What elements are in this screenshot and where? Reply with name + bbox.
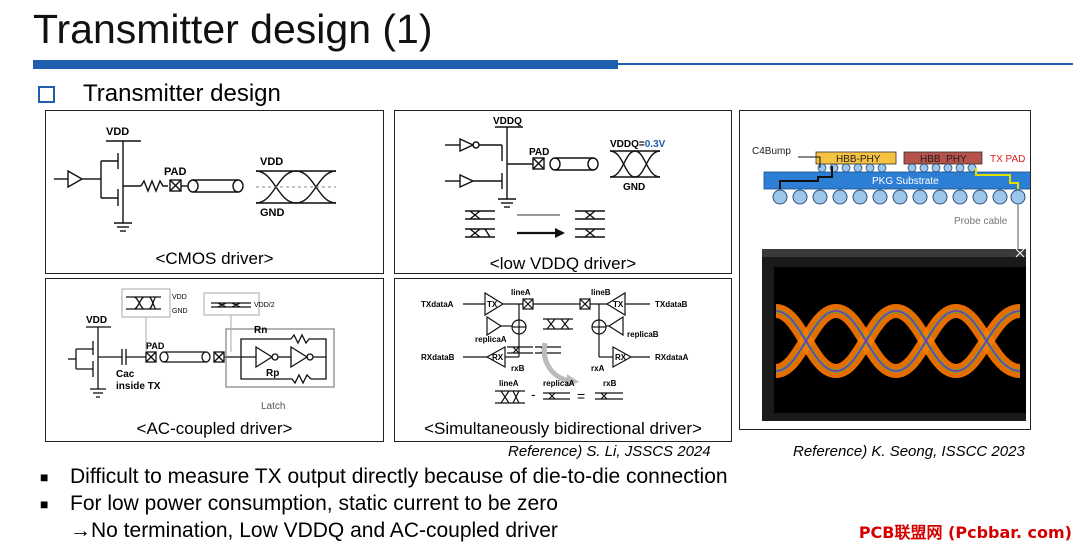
sbd-rxa-label: rxA [591, 364, 605, 373]
sbd-rxb-label: rxB [511, 364, 525, 373]
page-title: Transmitter design (1) [33, 6, 433, 52]
panel-low-vddq-driver: VDDQ PAD VDDQ=0.3V GND <low VDDQ driver> [394, 110, 732, 274]
vddq-value-label: VDDQ=0.3V [610, 139, 666, 150]
hbb-phy-1-label: HBB-PHY [836, 154, 881, 165]
equals-sign: = [577, 388, 585, 404]
sbd-caption: <Simultaneously bidirectional driver> [424, 419, 702, 438]
low-vddq-caption: <low VDDQ driver> [489, 254, 637, 273]
ac-eye-gnd-label: GND [172, 308, 188, 315]
sbd-txdata-a-label: TXdataA [421, 300, 454, 309]
sbd-replica-a-label: replicaA [475, 335, 507, 344]
substrate-label: PKG Substrate [872, 176, 939, 187]
reference-right: Reference) K. Seong, ISSCC 2023 [793, 443, 1025, 460]
title-underline-thin [618, 63, 1073, 65]
ac-inside-tx-label: inside TX [116, 381, 161, 392]
section-heading-text: Transmitter design [83, 80, 281, 107]
panel-sbd-driver: - = TXdataA TXdataB RXdataB RXdataA TX T… [394, 278, 732, 442]
sbd-txdata-b-label: TXdataB [655, 300, 688, 309]
package-eye-figure: C4Bump HBB-PHY HBB_PHY TX PAD PKG Substr… [752, 146, 1035, 421]
bullet-text: Difficult to measure TX output directly … [70, 465, 728, 488]
ac-cac-label: Cac [116, 369, 135, 380]
cmos-gnd-label: GND [260, 207, 285, 219]
ac-coupled-schematic: VDD PAD Cac inside TX Rn Rp Latch VDD GN… [68, 288, 335, 412]
ac-rp-label: Rp [266, 368, 279, 379]
cmos-caption: <CMOS driver> [155, 249, 274, 268]
ac-rn-label: Rn [254, 325, 267, 336]
ac-pad-label: PAD [146, 341, 165, 351]
minus-sign: - [531, 386, 536, 402]
sbd-rx-right-label: RX [615, 353, 627, 362]
title-underline [33, 60, 618, 69]
sbd-tx-left-label: TX [487, 300, 498, 309]
ac-vdd-label: VDD [86, 315, 107, 326]
low-vddq-pad-label: PAD [529, 147, 549, 158]
cmos-driver-schematic: VDD PAD VDD GND [54, 126, 337, 232]
cmos-vdd-out-label: VDD [260, 156, 283, 168]
ac-caption: <AC-coupled driver> [136, 419, 293, 438]
sbd-tx-right-label: TX [613, 300, 624, 309]
low-vddq-gnd-label: GND [623, 182, 645, 193]
ac-eye-vdd2-label: VDD/2 [254, 302, 275, 309]
bullet-dot-icon: ■ [40, 496, 49, 512]
section-heading: Transmitter design [38, 80, 281, 108]
sbd-eq-replica-a-label: replicaA [543, 379, 575, 388]
sbd-replica-b-label: replicaB [627, 330, 659, 339]
reference-left: Reference) S. Li, JSSCS 2024 [508, 443, 711, 460]
sbd-line-a-label: lineA [511, 288, 531, 297]
c4bump-label: C4Bump [752, 146, 791, 157]
sbd-line-b-label: lineB [591, 288, 611, 297]
panel-cmos-driver: VDD PAD VDD GND <CMOS driver> [45, 110, 384, 274]
bullet-text: For low power consumption, static curren… [70, 492, 558, 515]
sbd-eq-line-a-label: lineA [499, 379, 519, 388]
sbd-rxdata-b-label: RXdataB [421, 353, 455, 362]
bullet-item: ■ Difficult to measure TX output directl… [40, 465, 728, 489]
hbb-phy-2-label: HBB_PHY [920, 154, 967, 165]
bullet-dot-icon: ■ [40, 469, 49, 485]
eye-diagram [774, 303, 1022, 379]
vddq-label: VDDQ [493, 116, 522, 127]
sbd-rx-left-label: RX [492, 353, 504, 362]
sbd-eq-rxb-label: rxB [603, 379, 617, 388]
bullet-sub-item: →No termination, Low VDDQ and AC-coupled… [70, 519, 558, 542]
probe-cable-label: Probe cable [954, 216, 1008, 227]
bullet-item: ■ For low power consumption, static curr… [40, 492, 558, 516]
sbd-rxdata-a-label: RXdataA [655, 353, 689, 362]
panel-package-measurement: C4Bump HBB-PHY HBB_PHY TX PAD PKG Substr… [739, 110, 1035, 430]
tx-pad-label: TX PAD [990, 154, 1025, 165]
panel-ac-coupled-driver: VDD PAD Cac inside TX Rn Rp Latch VDD GN… [45, 278, 384, 442]
ac-latch-label: Latch [261, 401, 285, 412]
cmos-vdd-label: VDD [106, 126, 129, 138]
ac-eye-vdd-label: VDD [172, 294, 187, 301]
sbd-schematic: - = TXdataA TXdataB RXdataB RXdataA TX T… [421, 288, 689, 404]
cmos-pad-label: PAD [164, 166, 186, 178]
square-bullet-icon [38, 85, 55, 103]
low-vddq-schematic: VDDQ PAD VDDQ=0.3V GND [445, 116, 666, 238]
watermark: PCB联盟网 (Pcbbar. com) [858, 523, 1072, 542]
